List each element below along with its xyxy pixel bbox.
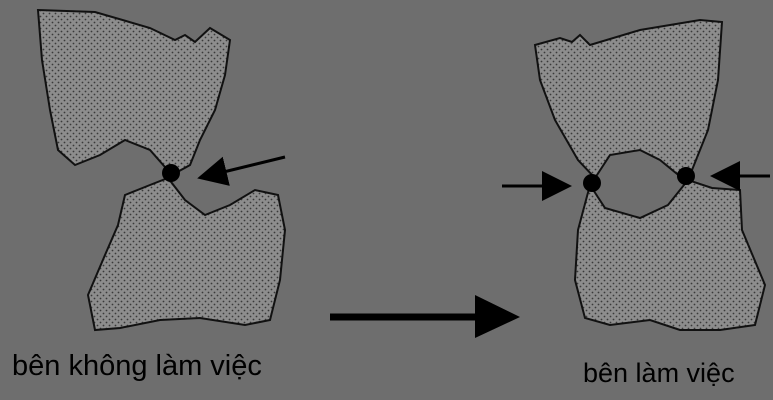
non-working-side-teeth: [38, 10, 285, 330]
upper-tooth-left: [38, 10, 230, 175]
contact-point-left: [162, 164, 180, 182]
non-working-side-label: bên không làm việc: [12, 350, 262, 383]
lower-tooth-left: [88, 178, 285, 330]
working-side-label: bên làm việc: [583, 358, 735, 389]
contact-point-right-1: [583, 174, 601, 192]
working-side-teeth: [502, 20, 770, 330]
contact-point-right-2: [677, 167, 695, 185]
transition-arrow: [330, 295, 520, 338]
lower-tooth-right: [575, 180, 765, 330]
contact-arrow-left: [203, 157, 285, 177]
upper-tooth-right: [535, 20, 722, 178]
